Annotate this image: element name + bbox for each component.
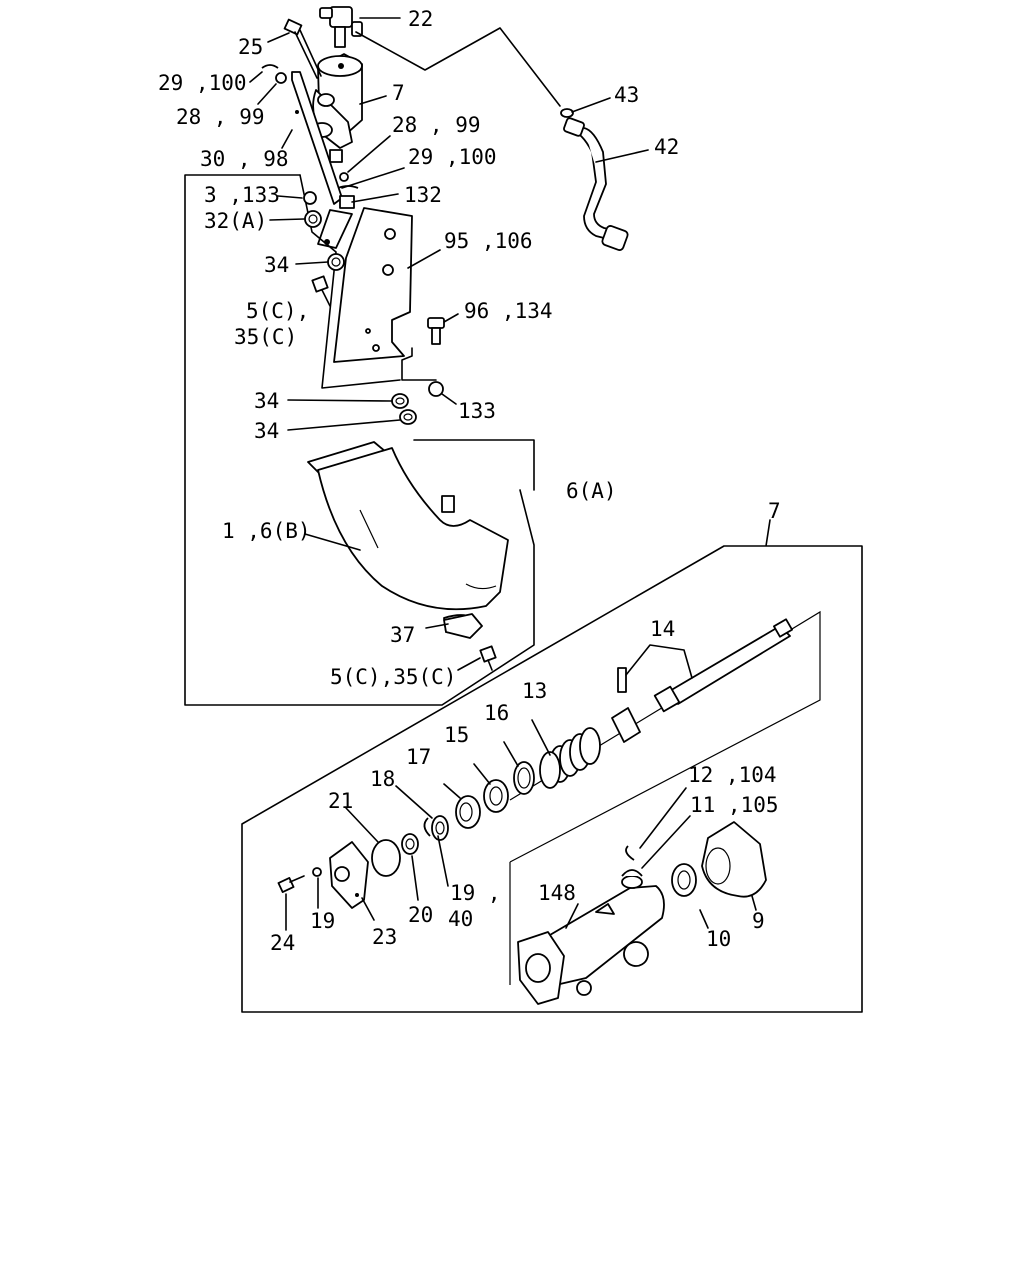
label-15: 15 <box>444 723 469 747</box>
label-22: 22 <box>408 7 433 31</box>
bracket-part-30 <box>291 71 343 205</box>
plate-part-95 <box>333 207 413 363</box>
label-7-top: 7 <box>392 81 405 105</box>
label-12-104: 12 ,104 <box>688 763 777 787</box>
nipple-part-43 <box>560 108 574 118</box>
leader-133-line <box>401 347 437 381</box>
label-17: 17 <box>406 745 431 769</box>
cap-part-11 <box>621 869 643 889</box>
leader-lines <box>249 17 757 931</box>
label-6a: 6(A) <box>566 479 617 503</box>
label-3-133: 3 ,133 <box>204 183 280 207</box>
seal-part-18 <box>431 815 449 841</box>
label-14: 14 <box>650 617 675 641</box>
label-13: 13 <box>522 679 547 703</box>
label-35c: 35(C) <box>234 325 297 349</box>
nut-part-20 <box>401 833 419 855</box>
label-95-106: 95 ,106 <box>444 229 533 253</box>
label-32a: 32(A) <box>204 209 267 233</box>
label-132: 132 <box>404 183 442 207</box>
label-10: 10 <box>706 927 731 951</box>
label-28-99: 28 , 99 <box>176 105 265 129</box>
pushrod-part-14 <box>611 618 793 743</box>
label-9: 9 <box>752 909 765 933</box>
bolt-part-96 <box>427 317 445 345</box>
washers-part-34 <box>391 393 417 425</box>
reference-labels: 22 25 29 ,100 28 , 99 7 43 42 28 , 99 29… <box>158 7 781 955</box>
label-96-134: 96 ,134 <box>464 299 553 323</box>
leader-14-lines <box>625 644 693 679</box>
label-30-98: 30 , 98 <box>200 147 289 171</box>
label-5c-35c: 5(C),35(C) <box>330 665 456 689</box>
label-7-box: 7 <box>768 499 781 523</box>
bolt-part-5-lower <box>479 645 497 671</box>
elbow-pipe-part-1 <box>307 441 509 637</box>
ring-part-16 <box>513 761 535 795</box>
washers-parts-28-29 <box>261 64 359 189</box>
label-19-comma: 19 , <box>450 881 501 905</box>
label-23: 23 <box>372 925 397 949</box>
label-43: 43 <box>614 83 639 107</box>
clamp-part-132 <box>317 195 355 249</box>
tee-valve-part-22 <box>319 6 363 48</box>
label-5c: 5(C), <box>246 299 309 323</box>
label-34-a: 34 <box>264 253 289 277</box>
label-34-c: 34 <box>254 419 279 443</box>
hose-route-line <box>355 27 561 107</box>
spring-part-13 <box>539 727 601 789</box>
snap-ring-part-19 <box>423 817 431 837</box>
bolt-part-25 <box>283 18 322 79</box>
label-16: 16 <box>484 701 509 725</box>
cup-part-15 <box>483 779 509 813</box>
label-11-105: 11 ,105 <box>690 793 779 817</box>
gasket-part-37 <box>443 613 483 639</box>
label-40: 40 <box>448 907 473 931</box>
ring-part-21 <box>371 839 401 877</box>
label-34-b: 34 <box>254 389 279 413</box>
cylinder-group-frame <box>241 519 863 1013</box>
tube-part-42 <box>563 117 629 251</box>
bolt-part-24 <box>277 875 305 893</box>
label-19: 19 <box>310 909 335 933</box>
label-29-100-b: 29 ,100 <box>408 145 497 169</box>
label-133: 133 <box>458 399 496 423</box>
nut-part-133 <box>428 381 444 397</box>
piston-part-17 <box>455 795 481 829</box>
cylinder-body-part-148 <box>517 885 665 1005</box>
label-29-100: 29 ,100 <box>158 71 247 95</box>
bolt-part-5 <box>311 275 331 307</box>
label-148: 148 <box>538 881 576 905</box>
label-24: 24 <box>270 931 295 955</box>
plug-part-10 <box>671 863 697 897</box>
label-28-99-b: 28 , 99 <box>392 113 481 137</box>
clip-part-12 <box>625 845 635 861</box>
label-18: 18 <box>370 767 395 791</box>
label-37: 37 <box>390 623 415 647</box>
label-42: 42 <box>654 135 679 159</box>
label-20: 20 <box>408 903 433 927</box>
label-1-6b: 1 ,6(B) <box>222 519 311 543</box>
label-25: 25 <box>238 35 263 59</box>
bracket-group-frame <box>184 174 535 706</box>
boot-part-9 <box>701 821 767 898</box>
label-21: 21 <box>328 789 353 813</box>
washer-part-19 <box>312 867 322 877</box>
